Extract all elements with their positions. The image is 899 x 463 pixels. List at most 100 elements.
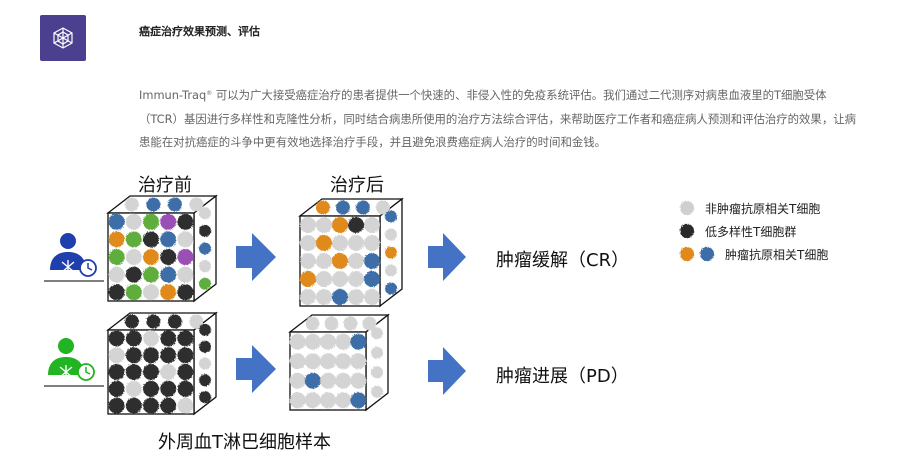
- t-cell: [125, 330, 142, 347]
- legend-label: 低多样性T细胞群: [705, 224, 797, 239]
- patient-pd-cell-mark: [59, 365, 73, 379]
- t-cell: [304, 392, 321, 409]
- legend-blue-cell-icon: [700, 247, 714, 261]
- label-sample: 外周血T淋巴细胞样本: [158, 432, 331, 453]
- t-cell: [125, 397, 142, 414]
- t-cell: [143, 231, 159, 248]
- t-cell: [177, 266, 194, 283]
- t-cell: [350, 333, 367, 350]
- legend-item-non-tumor: 非肿瘤抗原相关T细胞: [677, 199, 820, 217]
- t-cell: [160, 380, 177, 397]
- t-cell: [332, 289, 348, 305]
- arrow-pd-treatment-icon: [236, 345, 276, 393]
- t-cell: [160, 397, 177, 414]
- t-cell: [300, 271, 316, 287]
- patient-cr-icon: [44, 233, 104, 282]
- label-before-treatment: 治疗前: [138, 175, 192, 196]
- t-cell: [320, 372, 336, 389]
- t-cell: [199, 260, 211, 273]
- t-cell: [177, 284, 194, 301]
- t-cell: [364, 235, 380, 251]
- t-cell: [289, 333, 306, 350]
- t-cell: [199, 323, 211, 336]
- t-cell: [350, 372, 367, 389]
- arrow-pd-outcome-icon: [428, 347, 466, 395]
- t-cell: [316, 271, 332, 287]
- t-cell: [125, 266, 142, 283]
- t-cell: [316, 253, 332, 269]
- t-cell: [108, 213, 125, 230]
- t-cell: [385, 264, 397, 277]
- t-cell: [143, 213, 159, 230]
- t-cell: [199, 391, 211, 404]
- t-cell: [371, 327, 383, 340]
- t-cell: [125, 284, 142, 301]
- t-cell: [177, 231, 194, 248]
- t-cell: [332, 235, 348, 251]
- t-cell: [385, 228, 397, 241]
- description-paragraph: Immun-Traq® 可以为广大接受癌症治疗的患者提供一个快速的、非侵入性的免…: [139, 84, 861, 155]
- t-cell: [160, 231, 177, 248]
- t-cell: [320, 353, 336, 370]
- t-cell: [146, 197, 161, 212]
- t-cell: [177, 364, 194, 380]
- t-cell: [143, 266, 159, 283]
- t-cell: [167, 314, 182, 329]
- t-cell: [125, 249, 142, 265]
- t-cell: [125, 364, 142, 380]
- t-cell: [289, 353, 306, 370]
- label-outcome-pd: 肿瘤进展（PD）: [496, 366, 629, 387]
- arrow-cr-outcome-icon: [428, 233, 466, 281]
- t-cell: [300, 235, 316, 251]
- t-cell: [320, 333, 336, 350]
- t-cell: [371, 366, 383, 379]
- label-after-treatment: 治疗后: [330, 175, 384, 196]
- t-cell: [348, 289, 364, 305]
- page-title: 癌症治疗效果预测、评估: [139, 25, 260, 38]
- t-cell: [304, 353, 321, 370]
- t-cell: [364, 271, 380, 287]
- description-text: 可以为广大接受癌症治疗的患者提供一个快速的、非侵入性的免疫系统评估。我们通过二代…: [139, 88, 856, 149]
- t-cell: [335, 353, 352, 370]
- t-cell: [332, 271, 348, 287]
- t-cell: [289, 392, 306, 409]
- t-cell: [356, 200, 370, 215]
- cube-pd-before: [106, 311, 218, 416]
- t-cell: [300, 217, 316, 233]
- t-cell: [167, 197, 182, 212]
- t-cell: [160, 364, 177, 380]
- t-cell: [364, 253, 380, 269]
- t-cell: [160, 266, 177, 283]
- t-cell: [332, 253, 348, 269]
- t-cell: [371, 385, 383, 398]
- t-cell: [125, 380, 142, 397]
- t-cell: [289, 372, 306, 389]
- t-cell: [348, 253, 364, 269]
- legend-label: 非肿瘤抗原相关T细胞: [705, 201, 821, 216]
- t-cell: [376, 200, 390, 215]
- t-cell: [108, 249, 125, 265]
- legend-item-low-diversity: 低多样性T细胞群: [677, 222, 796, 240]
- t-cell: [160, 284, 177, 301]
- t-cell: [320, 392, 336, 409]
- t-cell: [146, 314, 161, 329]
- t-cell: [108, 330, 125, 347]
- patient-pd-clock-hands: [85, 367, 91, 375]
- t-cell: [364, 217, 380, 233]
- hexagon-logo-icon: [53, 27, 73, 49]
- t-cell: [316, 217, 332, 233]
- legend-item-tumor: 肿瘤抗原相关T细胞: [677, 245, 828, 263]
- t-cell: [108, 231, 125, 248]
- t-cell: [108, 397, 125, 414]
- t-cell: [108, 347, 125, 364]
- t-cell: [160, 330, 177, 347]
- legend-orange-cell-icon: [680, 247, 694, 261]
- legend-dark-cell-icon: [680, 224, 694, 238]
- t-cell: [343, 316, 358, 331]
- t-cell: [199, 340, 211, 353]
- t-cell: [335, 392, 352, 409]
- t-cell: [160, 213, 177, 230]
- t-cell: [125, 213, 142, 230]
- t-cell: [199, 277, 211, 290]
- t-cell: [160, 347, 177, 364]
